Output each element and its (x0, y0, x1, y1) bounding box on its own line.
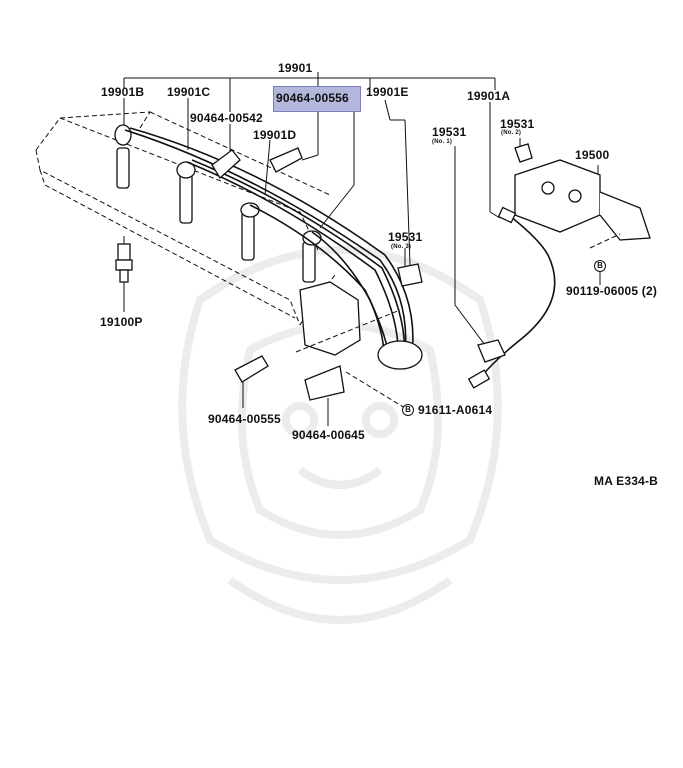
cord-no2 (514, 143, 533, 163)
label-no1: (No. 1) (432, 139, 453, 145)
label-19500[interactable]: 19500 (575, 148, 610, 162)
spark-plug (115, 236, 133, 283)
label-19901c[interactable]: 19901C (167, 85, 211, 99)
leader-lines (123, 88, 601, 426)
label-90464-00555[interactable]: 90464-00555 (208, 412, 281, 426)
label-90464-00645[interactable]: 90464-00645 (292, 428, 365, 442)
watermark-emblem (178, 246, 502, 624)
label-19531-no2[interactable]: 19531 (500, 117, 535, 131)
label-90464-00542[interactable]: 90464-00542 (190, 111, 263, 125)
cord-no1 (477, 339, 506, 363)
ignition-coil (514, 159, 651, 249)
wire-clamps (211, 147, 345, 401)
highlight-box (273, 86, 361, 112)
label-19901[interactable]: 19901 (278, 61, 313, 75)
label-19531-no3[interactable]: 19531 (388, 230, 423, 244)
label-no3: (No. 3) (391, 244, 412, 250)
label-19901d[interactable]: 19901D (253, 128, 297, 142)
label-19100p[interactable]: 19100P (100, 315, 143, 329)
label-19901b[interactable]: 19901B (101, 85, 145, 99)
label-19901a[interactable]: 19901A (467, 89, 511, 103)
bolt-mark-icon: B (402, 404, 414, 416)
label-90464-00556[interactable]: 90464-00556 (276, 91, 349, 105)
label-19531-no1[interactable]: 19531 (432, 125, 467, 139)
plug-boots (114, 124, 322, 283)
label-19901e[interactable]: 19901E (366, 85, 409, 99)
bolt-mark-icon: B (594, 260, 606, 272)
cord-no3 (397, 263, 423, 287)
label-no2: (No. 2) (501, 130, 522, 136)
diagram-code: MA E334-B (594, 474, 659, 488)
distributor (295, 281, 423, 409)
label-91611-a0614[interactable]: 91611-A0614 (418, 403, 493, 417)
leader-19901 (123, 72, 496, 90)
wire-bundle (124, 127, 414, 361)
label-90119-06005[interactable]: 90119-06005 (2) (566, 284, 658, 298)
